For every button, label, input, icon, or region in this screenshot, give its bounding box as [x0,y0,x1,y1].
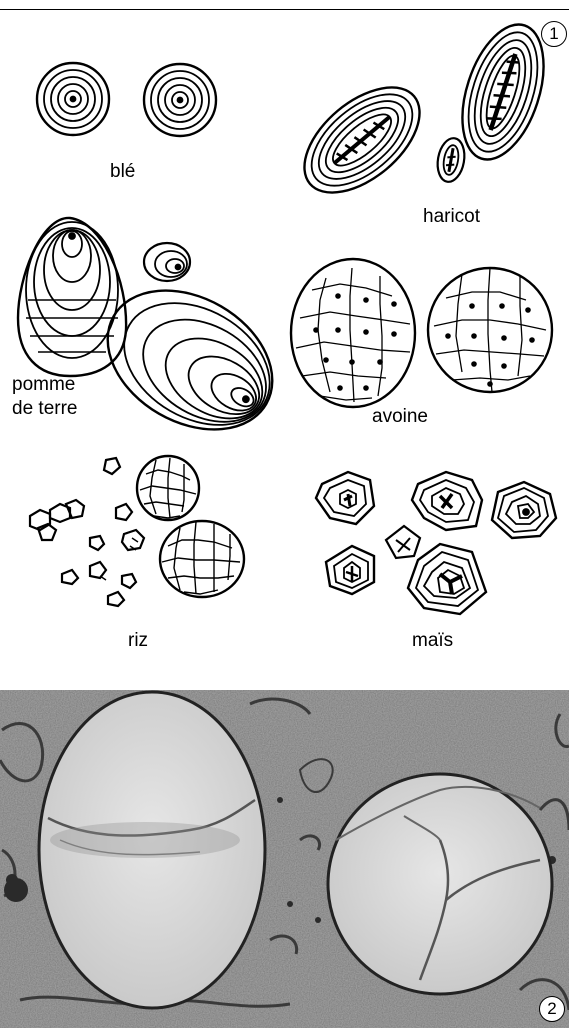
label-mais: maïs [412,630,453,652]
ble-grain-left [37,63,109,135]
riz-grains [30,458,144,606]
label-haricot: haricot [423,206,480,228]
label-pomme-de-terre-line2: de terre [12,398,77,420]
starch-grain-left [39,692,265,1008]
riz-grain-cluster-top [137,456,199,520]
mais-grain-1 [316,472,374,524]
figure-number-2: 2 [539,996,565,1022]
avoine-grain-right [428,268,552,392]
mais-grain-3 [492,482,556,538]
label-riz: riz [128,630,148,652]
micrograph-panel: 2 [0,690,569,1028]
mais-grain-6 [408,544,486,614]
starch-grain-right [328,774,552,994]
starch-grains-drawings: blé haricot pomme de terre avoine riz ma… [0,0,569,690]
mais-grain-4 [386,526,420,558]
label-ble: blé [110,161,135,183]
haricot-grain-small [434,136,467,184]
mais-grain-2 [412,472,482,530]
ble-grain-right [144,64,216,136]
avoine-grain-left [291,259,415,407]
haricot-grain-large [285,67,438,213]
figure-number-1: 1 [541,21,567,47]
label-avoine: avoine [372,406,428,428]
pomme-de-terre-grain-small [144,243,190,281]
label-pomme-de-terre-line1: pomme [12,374,75,396]
riz-grain-cluster-bottom [160,521,244,597]
mais-grain-5 [326,546,374,594]
